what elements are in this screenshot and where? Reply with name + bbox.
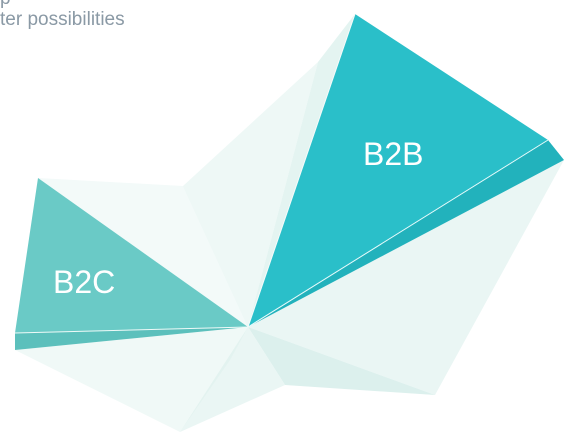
facet-bottom-center — [180, 327, 285, 432]
facet-center-column — [183, 62, 318, 327]
header-text-line-2: ter possibilities — [0, 9, 125, 30]
b2b-band-highlight — [247, 139, 549, 328]
b2b-label: B2B — [363, 136, 423, 172]
b2b-edge-highlight — [247, 13, 356, 328]
b2c-label: B2C — [53, 264, 115, 300]
b2b-segment — [248, 14, 548, 327]
b2c-segment-band — [15, 327, 248, 350]
facet-bottom-left-inner — [180, 327, 248, 432]
facet-bottom-left — [15, 327, 248, 432]
facet-right-lower — [248, 160, 564, 395]
b2c-segment — [15, 178, 248, 333]
b2c-band-highlight — [14, 326, 249, 334]
facet-right-lower-inner — [248, 327, 435, 395]
b2b-segment-band — [248, 140, 564, 327]
header-text-line-1: p — [0, 0, 11, 10]
